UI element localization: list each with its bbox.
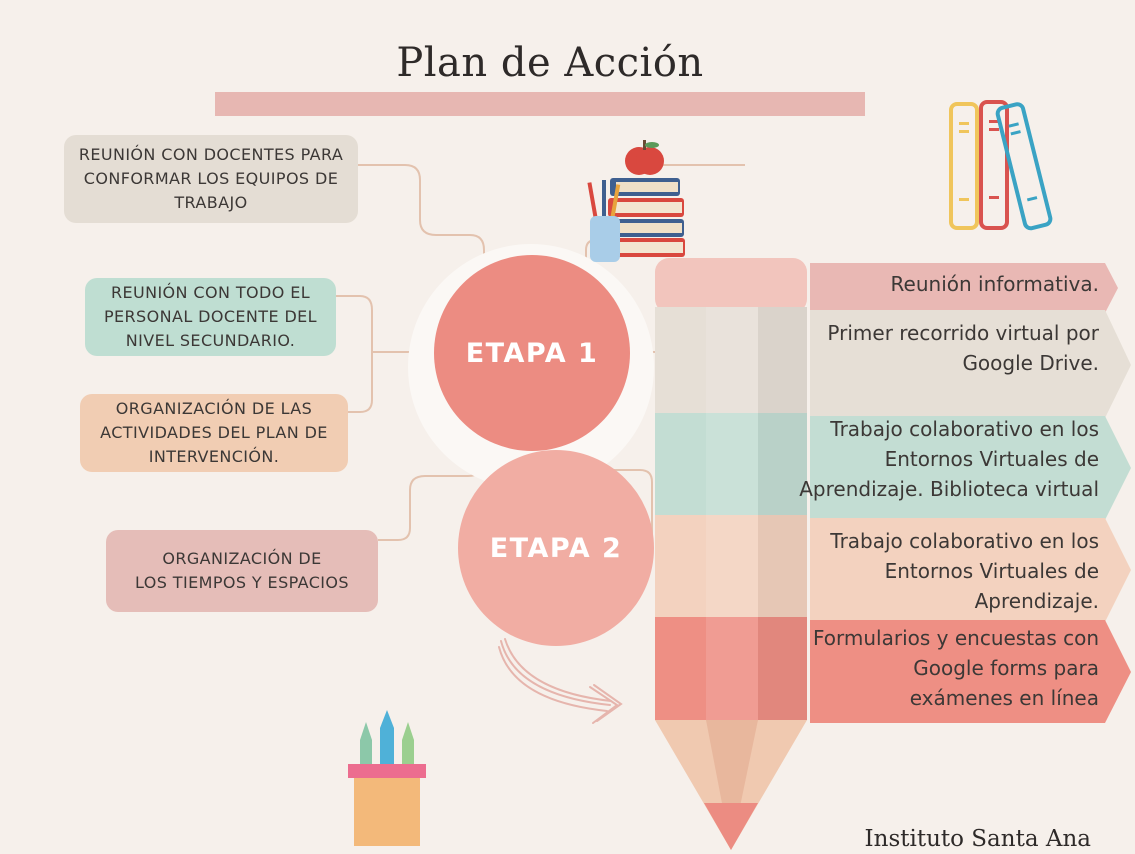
left-box-3-text: ORGANIZACIÓN DE LAS ACTIVIDADES DEL PLAN… xyxy=(100,399,328,466)
activity-5-text: Formularios y encuestas con Google forms… xyxy=(812,626,1099,710)
footer-institution: Instituto Santa Ana xyxy=(864,826,1091,852)
activity-banner-1 xyxy=(810,263,1118,313)
left-box-4: ORGANIZACIÓN DE LOS TIEMPOS Y ESPACIOS xyxy=(106,530,378,612)
pencil-holder-icon xyxy=(348,710,426,846)
activity-1-text: Reunión informativa. xyxy=(890,272,1099,296)
left-box-1: REUNIÓN CON DOCENTES PARA CONFORMAR LOS … xyxy=(64,135,358,223)
left-box-2: REUNIÓN CON TODO EL PERSONAL DOCENTE DEL… xyxy=(85,278,336,356)
activity-banner-5 xyxy=(810,620,1131,723)
binders-icon xyxy=(949,100,1053,231)
title-underline xyxy=(215,92,865,116)
pencil-cup-icon xyxy=(587,180,621,262)
apple-icon xyxy=(625,140,664,175)
left-box-3: ORGANIZACIÓN DE LAS ACTIVIDADES DEL PLAN… xyxy=(80,394,348,472)
activity-banner-2 xyxy=(810,310,1131,418)
left-box-2-text: REUNIÓN CON TODO EL PERSONAL DOCENTE DEL… xyxy=(103,283,317,350)
books-stack-icon xyxy=(608,178,685,257)
activity-banners xyxy=(810,263,1131,723)
curved-arrow-icon xyxy=(498,638,623,724)
pencil-icon xyxy=(655,258,807,850)
stage-1-circle: ETAPA 1 xyxy=(434,255,630,451)
activity-4-text: Trabajo colaborativo en los Entornos Vir… xyxy=(830,529,1099,613)
activity-banner-3 xyxy=(810,416,1131,520)
activity-3-text: Trabajo colaborativo en los Entornos Vir… xyxy=(799,417,1099,501)
stage-2-circle: ETAPA 2 xyxy=(458,450,654,646)
stage-1-label: ETAPA 1 xyxy=(465,337,599,369)
activity-banner-4 xyxy=(810,518,1131,622)
left-box-1-text: REUNIÓN CON DOCENTES PARA CONFORMAR LOS … xyxy=(78,145,344,212)
page-title: Plan de Acción xyxy=(396,40,704,86)
activity-2-text: Primer recorrido virtual por Google Driv… xyxy=(827,321,1099,375)
left-box-4-text: ORGANIZACIÓN DE LOS TIEMPOS Y ESPACIOS xyxy=(135,549,349,592)
stage-2-label: ETAPA 2 xyxy=(489,532,623,564)
